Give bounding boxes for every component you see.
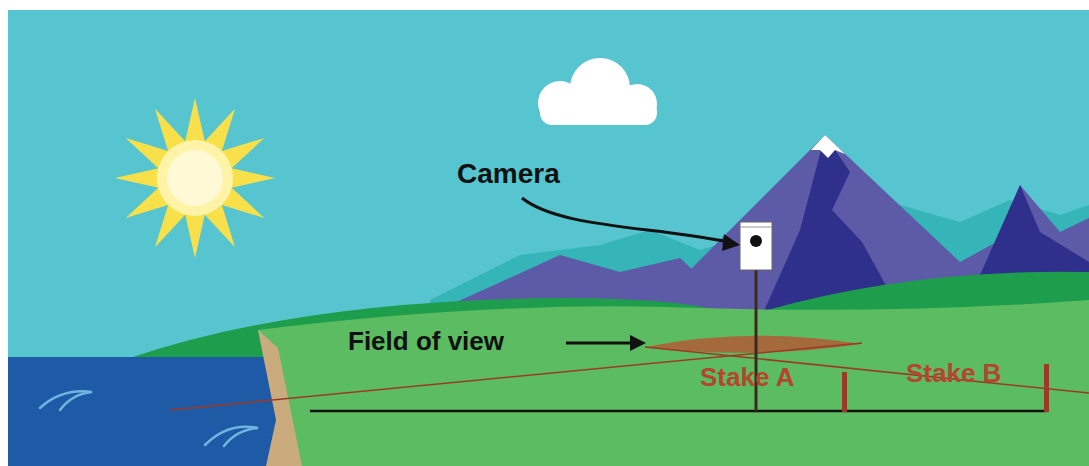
sea — [8, 357, 308, 466]
leader-line — [522, 198, 728, 242]
camera-box — [740, 222, 772, 270]
cloud — [538, 58, 657, 125]
sun-core — [167, 150, 223, 206]
camera-lid — [740, 227, 772, 228]
view-boundary — [645, 347, 1089, 393]
stake-label: Stake A — [700, 364, 794, 390]
leader-line — [566, 342, 632, 345]
cloud-base — [540, 100, 657, 125]
arrow-head — [630, 335, 646, 351]
callout-label: Camera — [457, 160, 560, 188]
sun-rays — [115, 98, 275, 258]
wave — [40, 391, 92, 410]
callout-label: Field of view — [348, 328, 504, 354]
sky — [8, 10, 1089, 466]
arrow-head — [722, 234, 740, 251]
wave — [205, 427, 258, 446]
stake — [1044, 364, 1049, 412]
sun-disc — [157, 140, 233, 216]
ground-line — [310, 410, 1047, 413]
waves — [40, 391, 258, 446]
front-land — [258, 300, 1089, 466]
back-hill — [130, 272, 1089, 466]
snow-cap — [811, 135, 845, 158]
stake-label: Stake B — [906, 360, 1001, 386]
view-boundary — [170, 343, 862, 410]
camera-lens — [750, 235, 762, 247]
stake — [842, 372, 847, 412]
